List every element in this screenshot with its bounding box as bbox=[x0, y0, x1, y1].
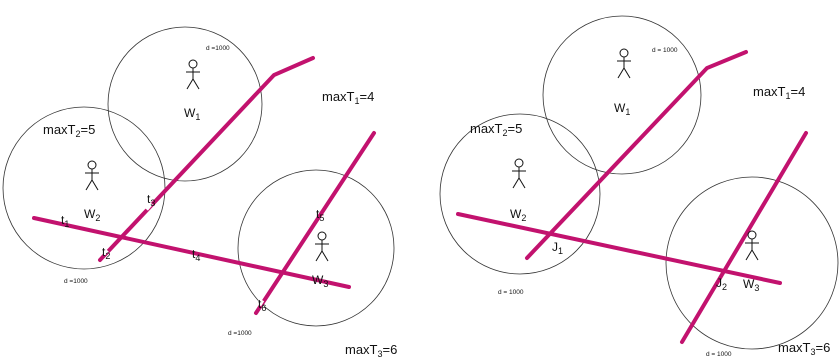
left-w2-label: W2 bbox=[84, 207, 100, 223]
left-maxt1-label: maxT1=4 bbox=[322, 89, 374, 106]
person-icon bbox=[745, 230, 759, 261]
left-route-gaps bbox=[101, 201, 265, 307]
right-route-2 bbox=[456, 212, 782, 285]
left-route-2 bbox=[32, 216, 351, 289]
right-w2-distance: d = 1000 bbox=[498, 289, 524, 296]
left-gap-3 bbox=[256, 298, 265, 307]
right-w3-range-circle bbox=[665, 176, 839, 350]
right-w2-label: W2 bbox=[510, 207, 526, 223]
right-w1-range-circle bbox=[542, 15, 702, 175]
right-maxt1-label: maxT1=4 bbox=[753, 84, 805, 101]
right-routes bbox=[456, 50, 808, 344]
left-maxt2-label: maxT2=5 bbox=[43, 122, 95, 139]
right-w3-distance: d = 1000 bbox=[706, 351, 732, 358]
left-task-t1: t1 bbox=[61, 213, 69, 229]
left-w1-label: W1 bbox=[184, 106, 200, 122]
left-task-t2: t2 bbox=[102, 245, 110, 261]
left-w3-range-circle bbox=[237, 169, 395, 327]
left-w1-range-circle bbox=[107, 26, 263, 182]
person-icon bbox=[315, 231, 329, 262]
right-w2-range-circle bbox=[439, 113, 601, 275]
right-maxt3-label: maxT3=6 bbox=[778, 340, 830, 357]
left-task-t3: t3 bbox=[147, 192, 155, 208]
left-task-t6: t6 bbox=[258, 297, 266, 313]
left-route-3 bbox=[254, 131, 376, 315]
left-maxt3-label: maxT3=6 bbox=[345, 342, 397, 359]
person-icon bbox=[85, 160, 99, 191]
left-w3-distance: d =1000 bbox=[228, 330, 252, 337]
left-w2-distance: d =1000 bbox=[64, 278, 88, 285]
person-icon bbox=[617, 48, 631, 79]
right-w1-distance: d = 1000 bbox=[652, 47, 678, 54]
left-routes bbox=[32, 56, 376, 315]
left-gap-2 bbox=[101, 248, 109, 256]
right-route-1 bbox=[525, 50, 748, 260]
left-w1-distance: d =1000 bbox=[206, 45, 230, 52]
left-task-t4: t4 bbox=[192, 247, 200, 263]
right-junction-j2: J2 bbox=[716, 276, 727, 292]
right-junction-j1: J1 bbox=[552, 240, 563, 256]
right-maxt2-label: maxT2=5 bbox=[470, 121, 522, 138]
left-panel: maxT1=4 maxT2=5 maxT3=6 W1 W2 W3 d =1000… bbox=[2, 26, 397, 359]
left-gap-1 bbox=[144, 201, 153, 211]
right-w3-label: W3 bbox=[743, 277, 759, 293]
person-icon bbox=[512, 158, 526, 189]
left-route-1 bbox=[98, 56, 315, 262]
person-icon bbox=[186, 59, 200, 90]
right-w1-label: W1 bbox=[614, 101, 630, 117]
right-route-3 bbox=[680, 131, 808, 344]
left-w3-label: W3 bbox=[312, 273, 328, 289]
right-panel: maxT1=4 maxT2=5 maxT3=6 W1 W2 W3 d = 100… bbox=[439, 15, 839, 358]
left-task-t5: t5 bbox=[316, 207, 324, 223]
